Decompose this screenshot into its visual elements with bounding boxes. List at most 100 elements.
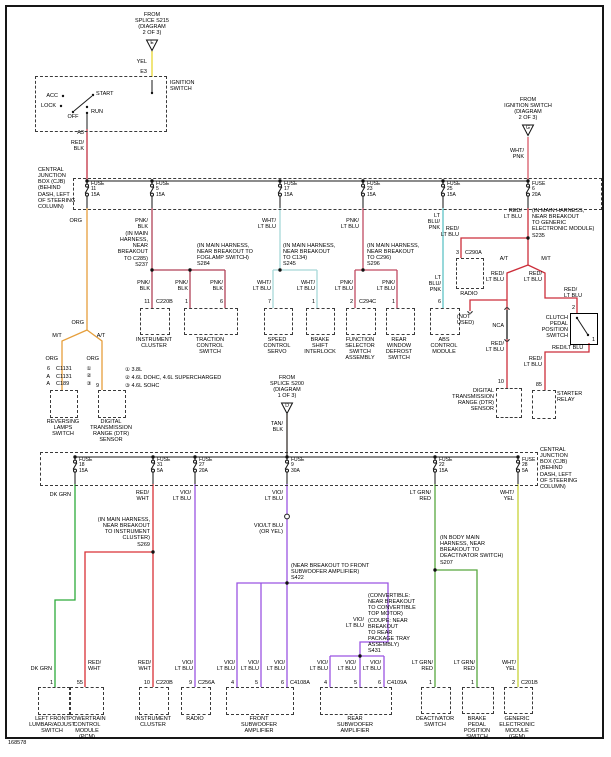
splice-note: (IN BODY MAIN HARNESS, NEAR BREAKOUT TO … bbox=[440, 535, 504, 566]
wire-color-label: PNK/ LT BLU bbox=[334, 280, 353, 293]
fuse-label-31: FUSE 31 5A bbox=[157, 456, 171, 474]
pin-label: 3 bbox=[455, 250, 459, 256]
connector-label: C220B bbox=[156, 299, 173, 305]
contact-dot bbox=[85, 105, 89, 109]
offpage-connector-letter: G bbox=[526, 125, 530, 131]
splice-dot bbox=[285, 455, 289, 459]
pin-label: 55 bbox=[76, 680, 83, 686]
pin-label: 1 bbox=[592, 337, 596, 343]
traction-control-switch-box bbox=[184, 308, 238, 335]
component-label: FUNCTION SELECTOR SWITCH ASSEMBLY bbox=[345, 337, 375, 362]
pin-label: A bbox=[46, 381, 50, 387]
fuse-label-28: FUSE 28 5A bbox=[522, 456, 536, 474]
starter-relay-box bbox=[532, 390, 556, 419]
pin-label: 85 bbox=[535, 382, 542, 388]
wire-color-label: RED/ LT BLU bbox=[503, 208, 522, 221]
splice-note: (IN MAIN HARNESS, NEAR BREAKOUT TO C285)… bbox=[117, 231, 148, 268]
contact-dot bbox=[71, 110, 75, 114]
wire-color-label: RED/ LT BLU bbox=[564, 287, 583, 300]
wire-color-label: VIO/ LT BLU bbox=[174, 660, 193, 673]
component-label: GENERIC ELECTRONIC MODULE (GEM) bbox=[499, 716, 535, 741]
connector-label: C189 bbox=[56, 381, 70, 387]
offpage-connector-letter: E bbox=[150, 40, 154, 46]
transmission-label: M/T bbox=[52, 333, 62, 339]
offpage-note-D: FROM SPLICE S200 (DIAGRAM 1 OF 3) bbox=[270, 375, 304, 400]
contact-dot bbox=[575, 316, 579, 320]
offpage-connector-icon bbox=[282, 403, 293, 414]
fuse-symbol-31 bbox=[151, 457, 155, 484]
instrument-cluster-box bbox=[140, 308, 170, 335]
ltgrn-red-wire bbox=[435, 484, 477, 687]
fuse-label-27: FUSE 27 20A bbox=[199, 456, 213, 474]
component-label: TRACTION CONTROL SWITCH bbox=[195, 337, 225, 356]
component-label: RADIO bbox=[186, 716, 204, 722]
cjb-label: CENTRAL JUNCTION BOX (CJB) (BEHIND DASH,… bbox=[540, 447, 578, 490]
wire-color-label: PNK/ BLK bbox=[135, 218, 148, 231]
transmission-label: A/T bbox=[96, 333, 106, 339]
connector-label: C1131 bbox=[56, 366, 72, 372]
splice-dot bbox=[278, 179, 282, 183]
fuse-symbol-11 bbox=[85, 181, 89, 208]
wire-color-label: WHT/ LT BLU bbox=[252, 280, 271, 293]
pcm-box bbox=[70, 687, 104, 715]
component-label: CLUTCH PEDAL POSITION SWITCH bbox=[541, 315, 568, 340]
offpage-connector-icon bbox=[523, 125, 534, 136]
wire-color-label: RED/ LT BLU bbox=[523, 356, 542, 369]
contact-dot bbox=[61, 94, 65, 98]
splice-dot bbox=[285, 581, 289, 585]
splice-dot bbox=[361, 179, 365, 183]
splice-dot bbox=[193, 455, 197, 459]
wire-color-label: TAN/ BLK bbox=[270, 421, 283, 434]
wire-color-label: LT GRN/ RED bbox=[409, 490, 431, 503]
switch-position-label: OFF bbox=[67, 114, 79, 120]
wire-color-label: PNK/ LT BLU bbox=[376, 280, 395, 293]
pin-label: 6 bbox=[46, 366, 50, 372]
splice-dot bbox=[150, 179, 154, 183]
cjb-box-2 bbox=[40, 452, 538, 486]
splice-dot bbox=[73, 455, 77, 459]
component-label: POWERTRAIN CONTROL MODULE (PCM) bbox=[68, 716, 106, 741]
switch-position-label: LOCK bbox=[41, 103, 56, 109]
contact-dot bbox=[150, 91, 154, 95]
connector-label: C220B bbox=[156, 680, 173, 686]
pin-label: 1 bbox=[184, 299, 188, 305]
diagram-id: 168578 bbox=[8, 740, 27, 746]
pin-label: 6 bbox=[437, 299, 441, 305]
clutch-pedal-position-switch-box bbox=[570, 313, 598, 345]
rear-subwoofer-amp-box bbox=[320, 687, 392, 715]
pin-label: 6 bbox=[219, 299, 223, 305]
wire-color-label: RED/ BLK bbox=[70, 140, 84, 153]
component-label: REAR WINDOW DEFROST SWITCH bbox=[385, 337, 413, 362]
left-front-lumbar-switch-box bbox=[38, 687, 70, 715]
brake-pedal-position-switch-box bbox=[462, 687, 494, 714]
dtr-sensor-box-right bbox=[496, 388, 522, 418]
brake-shift-interlock-box bbox=[306, 308, 335, 335]
variant-marker: ① bbox=[86, 365, 92, 372]
wire-color-label: WHT/ PNK bbox=[509, 148, 524, 161]
wire-color-label: VIO/ LT BLU bbox=[240, 660, 259, 673]
pin-label: 1 bbox=[49, 680, 53, 686]
dtr-sensor-box-left bbox=[98, 390, 126, 418]
cjb-box-1 bbox=[73, 178, 602, 210]
fuse-symbol-9 bbox=[285, 457, 289, 484]
pin-label: E3 bbox=[140, 69, 147, 75]
pin-label: 1 bbox=[311, 299, 315, 305]
bus-and-switch-lines bbox=[74, 80, 588, 457]
wire-color-label: LT BLU/ PNK bbox=[428, 275, 441, 294]
pin-label: 11 bbox=[144, 299, 150, 305]
wire-color-label: RED/ WHT bbox=[137, 660, 151, 673]
splice-dot bbox=[441, 179, 445, 183]
component-label: INSTRUMENT CLUSTER bbox=[135, 337, 173, 350]
splice-dot bbox=[150, 268, 154, 272]
transmission-label: A/T bbox=[499, 256, 509, 262]
pin-label: 1 bbox=[391, 299, 395, 305]
component-label: INSTRUMENT CLUSTER bbox=[134, 716, 172, 729]
connector-label: C256A bbox=[198, 680, 215, 686]
splice-dot bbox=[433, 455, 437, 459]
wire-color-label: RED/ WHT bbox=[135, 490, 149, 503]
splice-note: (CONVERTIBLE: NEAR BREAKOUT TO CONVERTIB… bbox=[368, 593, 416, 655]
wire-color-label: PNK/ LT BLU bbox=[340, 218, 359, 231]
front-subwoofer-amp-box bbox=[226, 687, 294, 715]
